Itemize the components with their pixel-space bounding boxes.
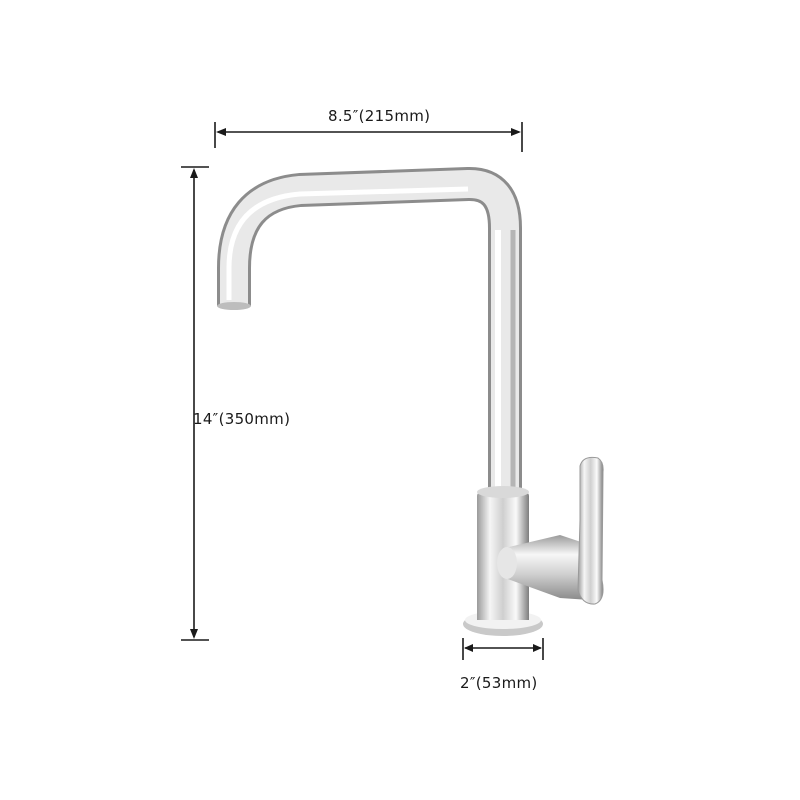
faucet-lever <box>577 456 604 605</box>
height-dimension-line <box>181 166 209 641</box>
width-dimension-line <box>214 122 523 152</box>
base-dimension-line <box>462 638 544 660</box>
height-label: 14″(350mm) <box>193 410 291 428</box>
faucet-illustration <box>217 167 604 636</box>
faucet-spout <box>217 167 522 500</box>
base-diameter-label: 2″(53mm) <box>460 674 538 692</box>
faucet-handle-cylinder <box>505 535 590 600</box>
width-label: 8.5″(215mm) <box>328 107 431 125</box>
